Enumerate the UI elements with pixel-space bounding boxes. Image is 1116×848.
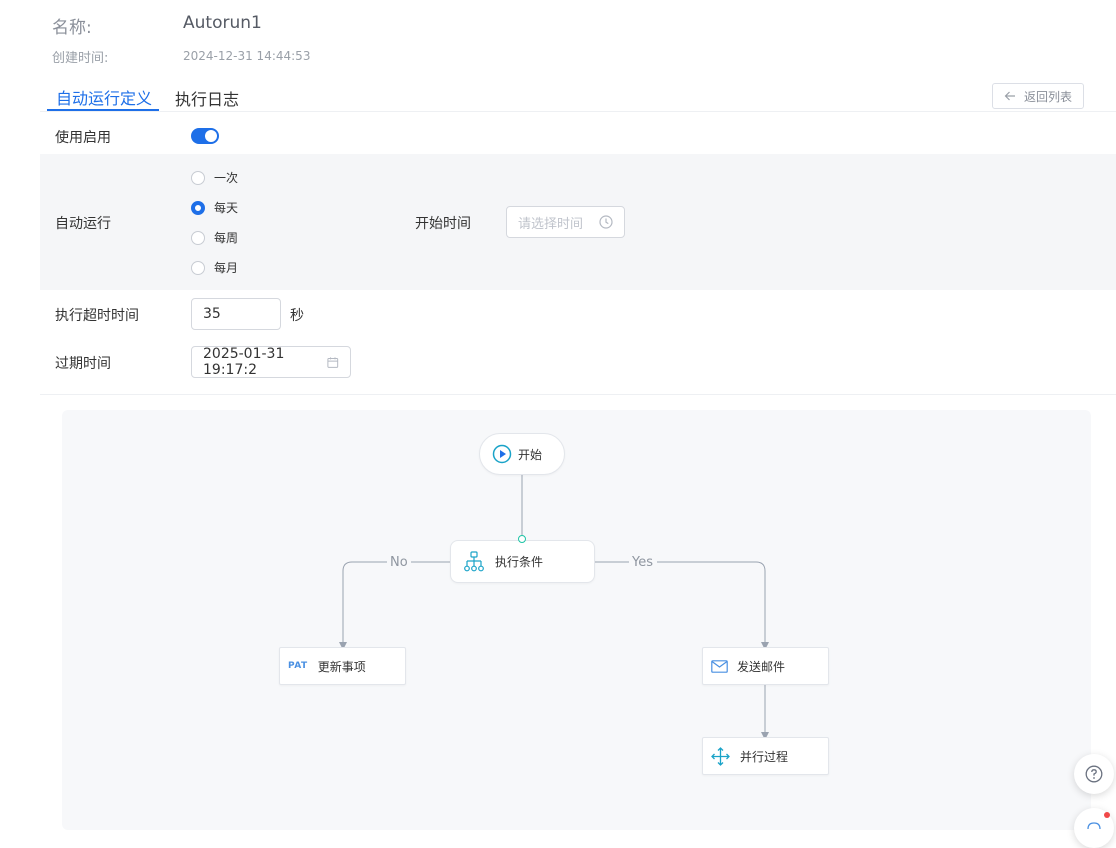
radio-monthly-label: 每月	[214, 261, 239, 275]
arrow-left-icon	[1004, 91, 1015, 101]
clock-icon	[599, 215, 613, 229]
radio-weekly-label: 每周	[214, 231, 239, 245]
enable-switch[interactable]	[191, 128, 219, 144]
start-time-placeholder: 请选择时间	[518, 216, 584, 232]
enable-label: 使用启用	[55, 130, 111, 146]
radio-once[interactable]: 一次	[191, 169, 238, 186]
back-to-list-button[interactable]: 返回列表	[992, 83, 1084, 109]
radio-weekly-circle	[191, 230, 205, 245]
name-value: Autorun1	[183, 13, 262, 33]
flow-node-parallel-label: 并行过程	[740, 749, 789, 764]
form-divider	[40, 394, 1116, 395]
expire-label: 过期时间	[55, 356, 111, 372]
created-value: 2024-12-31 14:44:53	[183, 49, 311, 63]
timeout-input[interactable]: 35	[191, 298, 281, 330]
flow-canvas[interactable]	[62, 410, 1091, 830]
radio-weekly[interactable]: 每周	[191, 229, 238, 246]
branch-icon	[464, 550, 484, 571]
flow-node-condition[interactable]: 执行条件	[450, 540, 595, 583]
back-to-list-label: 返回列表	[1023, 89, 1072, 104]
flow-node-start[interactable]: 开始	[479, 433, 565, 475]
tab-execution-log[interactable]: 执行日志	[175, 90, 240, 109]
connector-handle[interactable]	[518, 535, 526, 543]
question-icon	[1085, 765, 1103, 783]
parallel-arrows-icon	[711, 746, 730, 766]
edge-label-yes: Yes	[632, 555, 653, 570]
radio-daily-circle	[191, 200, 205, 215]
start-time-label: 开始时间	[415, 216, 471, 232]
name-label: 名称:	[52, 18, 92, 38]
flow-node-update-label: 更新事项	[317, 659, 366, 674]
play-icon	[492, 444, 512, 464]
notification-dot	[1104, 812, 1110, 818]
flow-node-parallel[interactable]: 并行过程	[702, 737, 829, 775]
radio-daily[interactable]: 每天	[191, 199, 238, 216]
radio-monthly-circle	[191, 260, 205, 275]
switch-knob	[205, 130, 217, 142]
flow-edges	[339, 475, 769, 740]
flow-node-start-label: 开始	[518, 447, 543, 462]
help-button[interactable]	[1074, 754, 1114, 794]
edge-label-no: No	[390, 555, 408, 570]
chat-icon	[1087, 822, 1101, 830]
flow-node-send-email[interactable]: 发送邮件	[702, 647, 829, 685]
flow-node-update-item[interactable]: PAT 更新事项	[279, 647, 406, 685]
radio-daily-label: 每天	[214, 201, 239, 215]
autorun-label: 自动运行	[55, 216, 111, 232]
tab-autorun-definition[interactable]: 自动运行定义	[56, 89, 153, 108]
timeout-value: 35	[203, 306, 221, 322]
start-time-picker[interactable]: 请选择时间	[506, 206, 625, 238]
tabs-divider	[40, 111, 1116, 112]
radio-once-label: 一次	[214, 171, 239, 185]
created-label: 创建时间:	[52, 51, 109, 66]
timeout-label: 执行超时时间	[55, 308, 139, 324]
radio-once-circle	[191, 170, 205, 185]
expire-value: 2025-01-31 19:17:2	[203, 346, 285, 378]
pat-badge-icon: PAT	[288, 661, 308, 671]
expire-date-picker[interactable]: 2025-01-31 19:17:2	[191, 346, 351, 378]
radio-monthly[interactable]: 每月	[191, 259, 238, 276]
mail-icon	[711, 659, 728, 673]
timeout-unit: 秒	[290, 308, 304, 324]
tab-active-indicator	[47, 109, 159, 111]
calendar-icon	[327, 356, 339, 368]
flow-node-condition-label: 执行条件	[495, 555, 544, 569]
flow-node-email-label: 发送邮件	[737, 659, 786, 674]
